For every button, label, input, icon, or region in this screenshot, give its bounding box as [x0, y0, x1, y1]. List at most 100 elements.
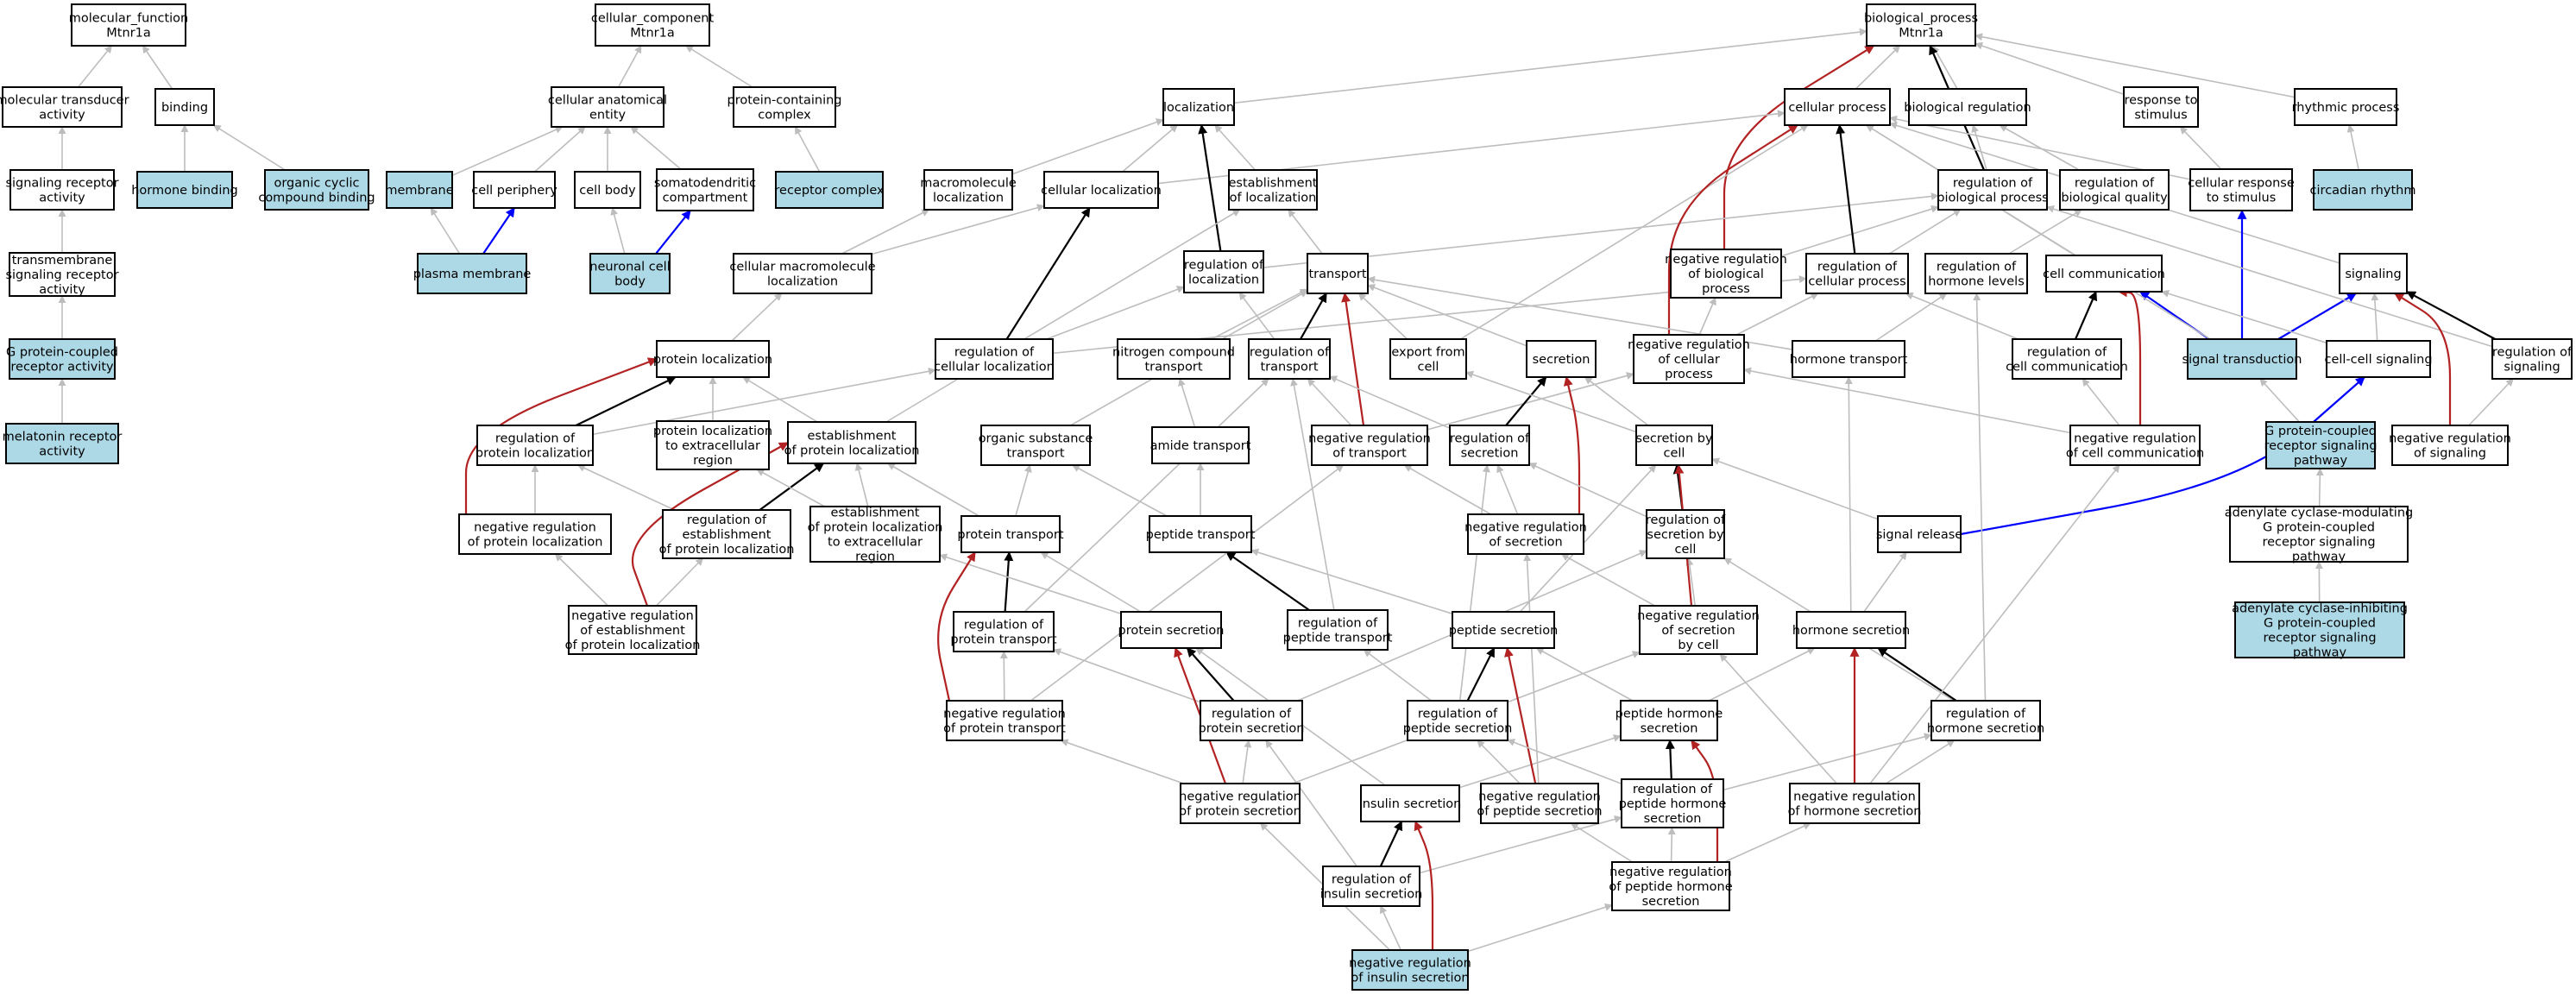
go-term-node-pt[interactable]: protein transport [957, 515, 1064, 553]
edge-nrpt-to-pt [937, 551, 976, 702]
node-box [960, 515, 1061, 553]
node-label-line: negative regulation [943, 708, 1066, 721]
go-term-node-hb[interactable]: hormone binding [131, 171, 238, 209]
go-term-node-hs[interactable]: hormone secretion [1792, 611, 1910, 649]
go-term-node-cl[interactable]: cellular localization [1041, 171, 1162, 209]
go-term-node-breg[interactable]: biological regulation [1904, 88, 2031, 126]
go-term-node-ccomm[interactable]: cell communication [2043, 255, 2165, 293]
go-term-node-cellper[interactable]: cell periphery [471, 171, 557, 209]
go-term-node-is[interactable]: insulin secretion [1359, 784, 1462, 822]
go-term-node-st[interactable]: signal transduction [2182, 338, 2302, 380]
go-term-node-binding[interactable]: binding [154, 88, 215, 126]
go-term-node-pl[interactable]: protein localization [653, 340, 772, 378]
go-term-node-signaling[interactable]: signaling [2339, 253, 2408, 294]
go-term-node-loc[interactable]: localization [1162, 88, 1235, 126]
go-term-node-cp[interactable]: cellular process [1784, 88, 1891, 126]
node-label-line: hormone binding [131, 184, 238, 198]
go-term-node-ps[interactable]: protein secretion [1118, 611, 1225, 649]
edge-nrsig-to-ros [2468, 378, 2514, 426]
go-term-node-ccs[interactable]: cell-cell signaling [2324, 340, 2433, 378]
go-term-node-cr[interactable]: circadian rhythm [2310, 169, 2416, 211]
go-term-node-secretion[interactable]: secretion [1526, 340, 1597, 378]
go-term-node-rp[interactable]: rhythmic process [2292, 88, 2400, 126]
node-box [1407, 700, 1508, 741]
go-term-node-pept[interactable]: peptide transport [1146, 515, 1256, 553]
go-term-node-membrane[interactable]: membrane [385, 171, 454, 209]
go-term-node-at[interactable]: amide transport [1150, 426, 1251, 464]
go-term-node-peps[interactable]: peptide secretion [1449, 611, 1559, 649]
go-term-node-ht[interactable]: hormone transport [1790, 340, 1908, 378]
go-term-node-rc[interactable]: receptor complex [774, 171, 885, 209]
go-term-node-sr[interactable]: signal release [1876, 515, 1962, 553]
node-label-line: of protein localization [808, 521, 943, 535]
go-term-node-transport[interactable]: transport [1307, 253, 1369, 294]
go-term-node-pm[interactable]: plasma membrane [413, 253, 532, 294]
go-term-node-cellbody[interactable]: cell body [574, 171, 641, 209]
